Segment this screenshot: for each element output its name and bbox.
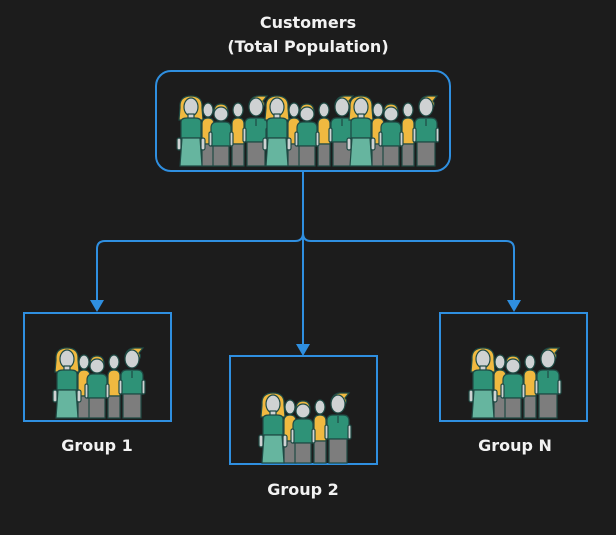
group-node-1[interactable]: [23, 312, 172, 422]
group-label-2: Group 2: [267, 480, 339, 499]
group-node-2[interactable]: [229, 355, 378, 465]
woman-figure: [262, 95, 292, 167]
woman-figure: [346, 95, 376, 167]
man-figure: [412, 95, 439, 167]
connector-root-to-groupN: [302, 232, 515, 300]
child-figure: [84, 355, 110, 419]
people-group: [468, 347, 562, 419]
arrow-head-groupN: [507, 300, 521, 312]
man-figure: [242, 95, 270, 167]
back-figure: [317, 102, 331, 167]
back-figure: [523, 354, 537, 419]
root-title-line2: (Total Population): [227, 37, 389, 56]
man-figure: [118, 347, 146, 419]
arrow-head-group2: [296, 344, 310, 356]
back-figure: [231, 102, 245, 167]
people-group: [346, 95, 439, 167]
group-label-n: Group N: [478, 436, 552, 455]
group-people-icon: [258, 392, 352, 464]
man-figure: [324, 392, 352, 464]
group-label-1: Group 1: [61, 436, 133, 455]
people-group: [52, 347, 146, 419]
group-people-icon: [52, 347, 146, 419]
child-figure: [294, 103, 320, 167]
group-people-icon: [468, 347, 562, 419]
group-node-n[interactable]: [439, 312, 588, 422]
woman-figure: [258, 392, 288, 464]
people-group: [258, 392, 352, 464]
crowd-icon: [176, 95, 439, 167]
connector-root-to-group1: [96, 172, 304, 300]
back-figure: [401, 102, 415, 167]
people-group: [262, 95, 356, 167]
back-figure: [107, 354, 121, 419]
child-figure: [500, 355, 526, 419]
child-figure: [290, 400, 316, 464]
root-node[interactable]: [155, 70, 451, 172]
back-figure: [313, 399, 327, 464]
people-group: [176, 95, 270, 167]
root-title-line1: Customers: [259, 13, 357, 32]
arrow-head-group1: [90, 300, 104, 312]
woman-figure: [176, 95, 206, 167]
woman-figure: [52, 347, 82, 419]
child-figure: [378, 103, 404, 167]
child-figure: [208, 103, 234, 167]
man-figure: [534, 347, 562, 419]
woman-figure: [468, 347, 498, 419]
root-title: Customers (Total Population): [0, 11, 616, 59]
